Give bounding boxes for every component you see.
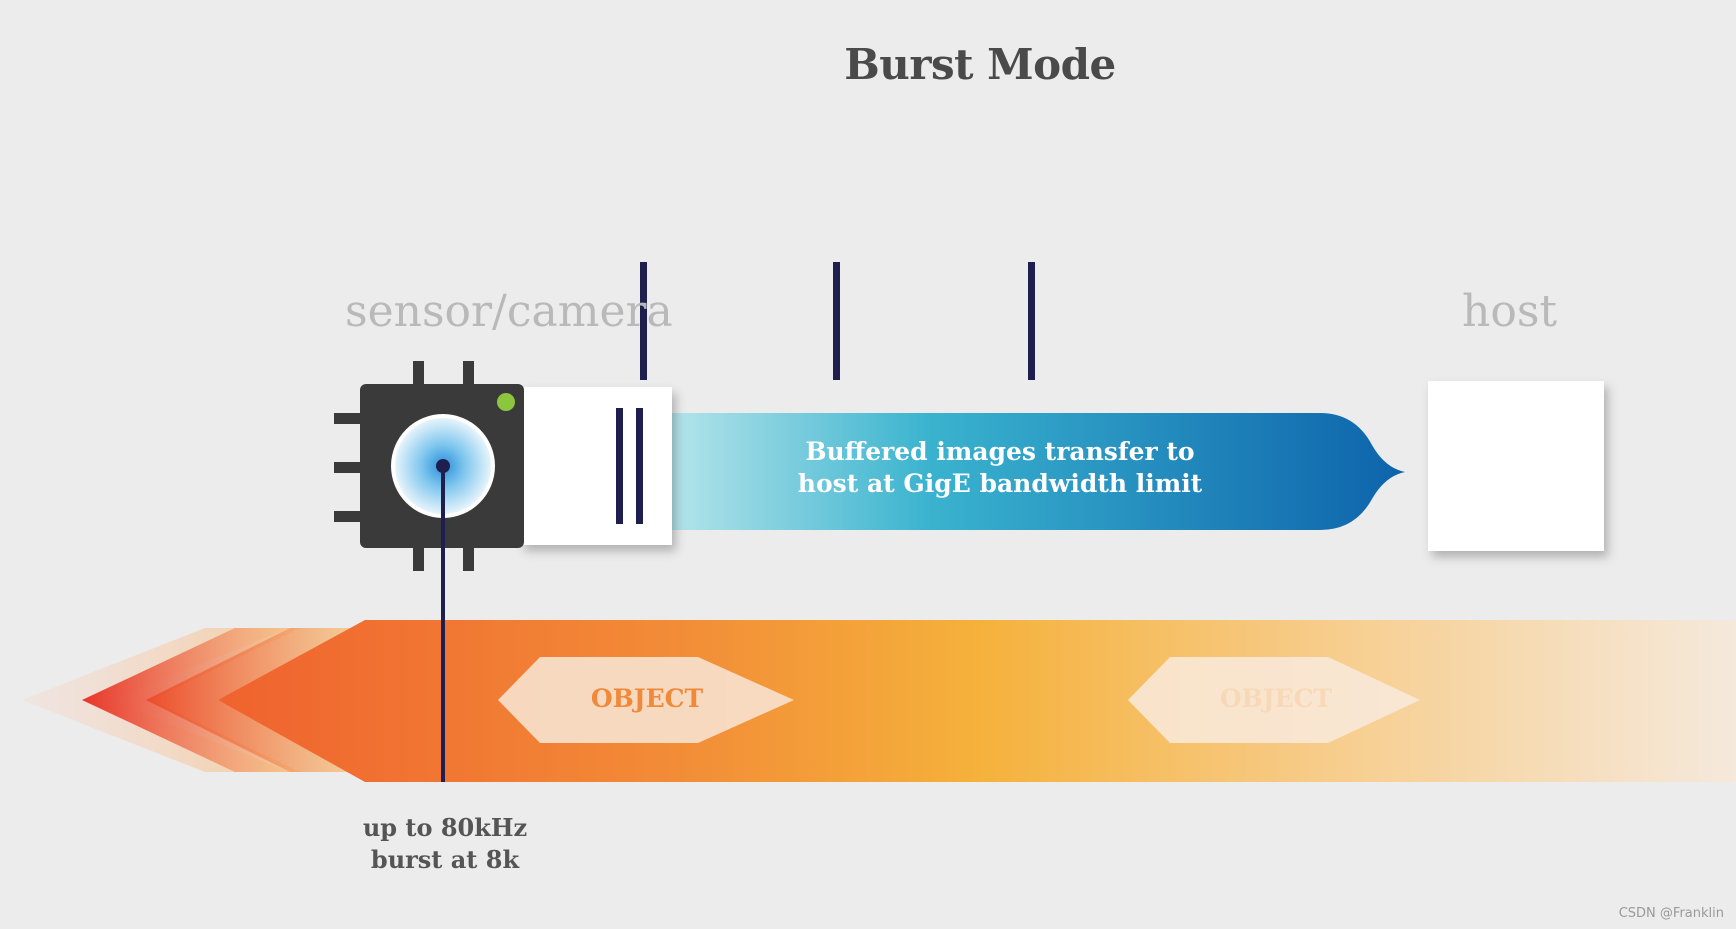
host-box	[1428, 381, 1604, 551]
status-led-icon	[497, 393, 515, 411]
object-shape-2	[1128, 657, 1420, 743]
motion-chevron-3	[146, 628, 360, 772]
motion-chevron-2	[82, 628, 300, 772]
transfer-caption: Buffered images transfer to host at GigE…	[770, 436, 1230, 500]
object-label-1: OBJECT	[590, 684, 704, 713]
object-shape-1	[498, 657, 794, 743]
buffer-frame-1	[616, 408, 623, 524]
frame-tick-1	[640, 262, 647, 380]
burst-caption-line-2: burst at 8k	[370, 845, 520, 874]
motion-chevron-1	[22, 628, 290, 772]
camera-sensor-icon	[334, 361, 524, 571]
object-label-2: OBJECT	[1219, 684, 1333, 713]
transfer-caption-line-1: Buffered images transfer to	[805, 437, 1195, 466]
frame-ticks	[640, 262, 1035, 380]
sensor-camera-label: sensor/camera	[345, 286, 673, 337]
host-label: host	[1462, 286, 1558, 337]
frame-tick-3	[1028, 262, 1035, 380]
watermark: CSDN @Franklin	[1618, 906, 1724, 921]
frame-tick-2	[833, 262, 840, 380]
transfer-arrow	[672, 413, 1405, 530]
buffer-frame-2	[636, 408, 643, 524]
burst-caption-line-1: up to 80kHz	[362, 813, 528, 842]
trigger-line	[441, 466, 445, 782]
transfer-caption-line-2: host at GigE bandwidth limit	[797, 469, 1203, 498]
buffer-box	[520, 387, 672, 545]
burst-caption: up to 80kHz burst at 8k	[345, 812, 545, 876]
motion-arrow-body	[218, 620, 1736, 782]
page-title: Burst Mode	[844, 40, 1116, 89]
motion-band	[22, 620, 1736, 782]
